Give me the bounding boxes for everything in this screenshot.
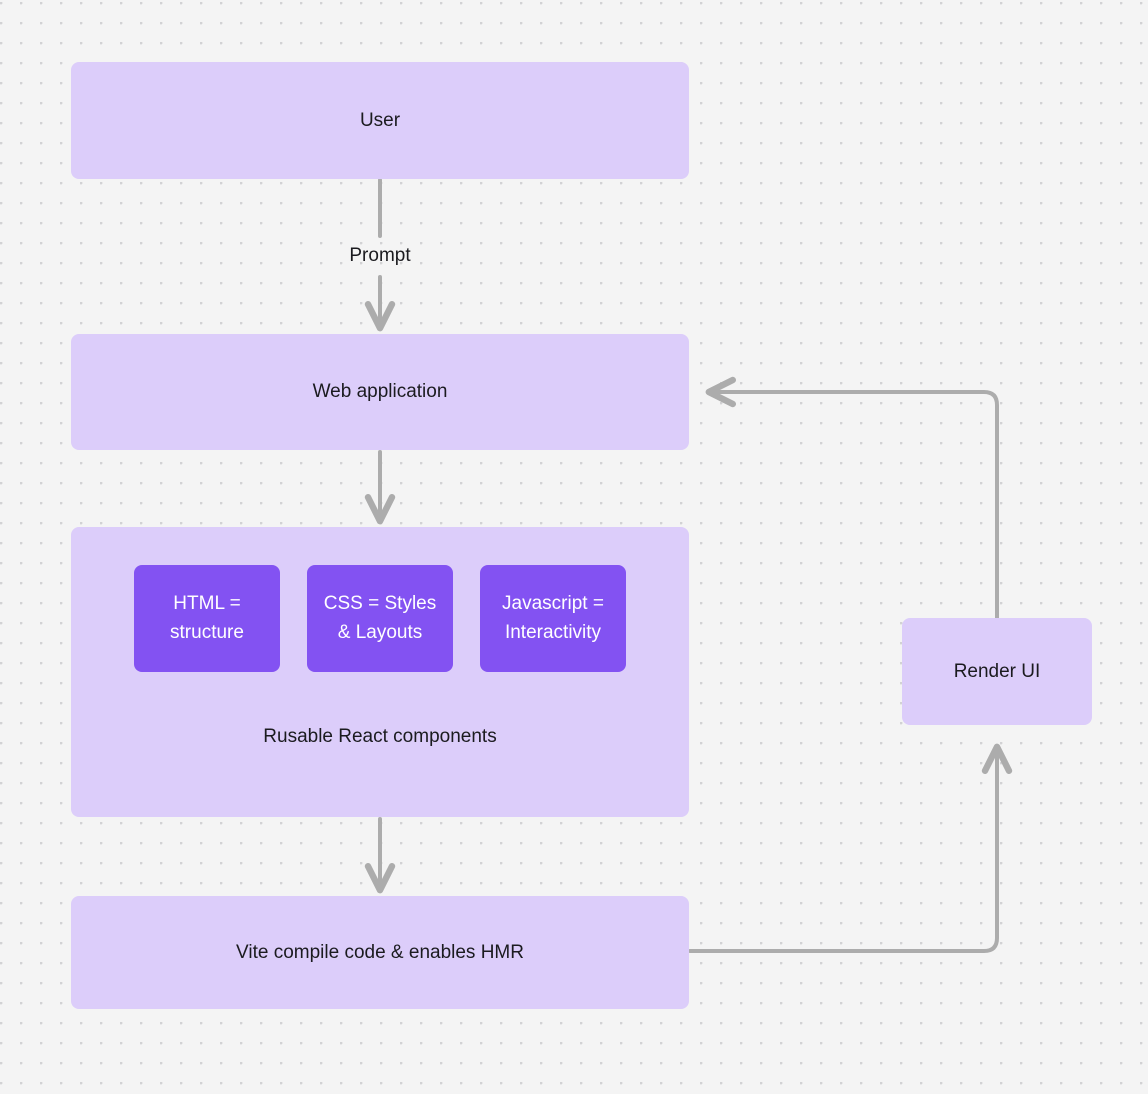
- subnode-html-line1: HTML =: [173, 593, 241, 614]
- edge-render-to-webapp: [705, 376, 999, 620]
- components-row: HTML = structure CSS = Styles & Layouts …: [71, 565, 689, 672]
- subnode-css-line1: CSS = Styles: [323, 593, 437, 614]
- subnode-html-line2: structure: [170, 621, 244, 643]
- subnode-javascript-line1: Javascript =: [502, 593, 604, 614]
- subnode-html[interactable]: HTML = structure: [134, 565, 280, 672]
- components-caption: Rusable React components: [263, 726, 497, 747]
- node-user[interactable]: User: [71, 62, 689, 179]
- node-render-ui-label: Render UI: [953, 660, 1041, 682]
- subnode-javascript-line2: Interactivity: [504, 621, 602, 643]
- node-web-application[interactable]: Web application: [71, 334, 689, 450]
- node-vite-label: Vite compile code & enables HMR: [236, 941, 524, 963]
- node-vite[interactable]: Vite compile code & enables HMR: [71, 896, 689, 1009]
- subnode-css-line2: & Layouts: [337, 621, 423, 643]
- node-web-application-label: Web application: [312, 381, 448, 403]
- subnode-javascript[interactable]: Javascript = Interactivity: [480, 565, 626, 672]
- node-components-group[interactable]: HTML = structure CSS = Styles & Layouts …: [71, 527, 689, 817]
- node-render-ui[interactable]: Render UI: [902, 618, 1092, 725]
- edge-label-prompt: Prompt: [349, 245, 411, 266]
- edge-vite-to-render: [688, 743, 1013, 953]
- node-user-label: User: [359, 109, 401, 131]
- subnode-css[interactable]: CSS = Styles & Layouts: [307, 565, 453, 672]
